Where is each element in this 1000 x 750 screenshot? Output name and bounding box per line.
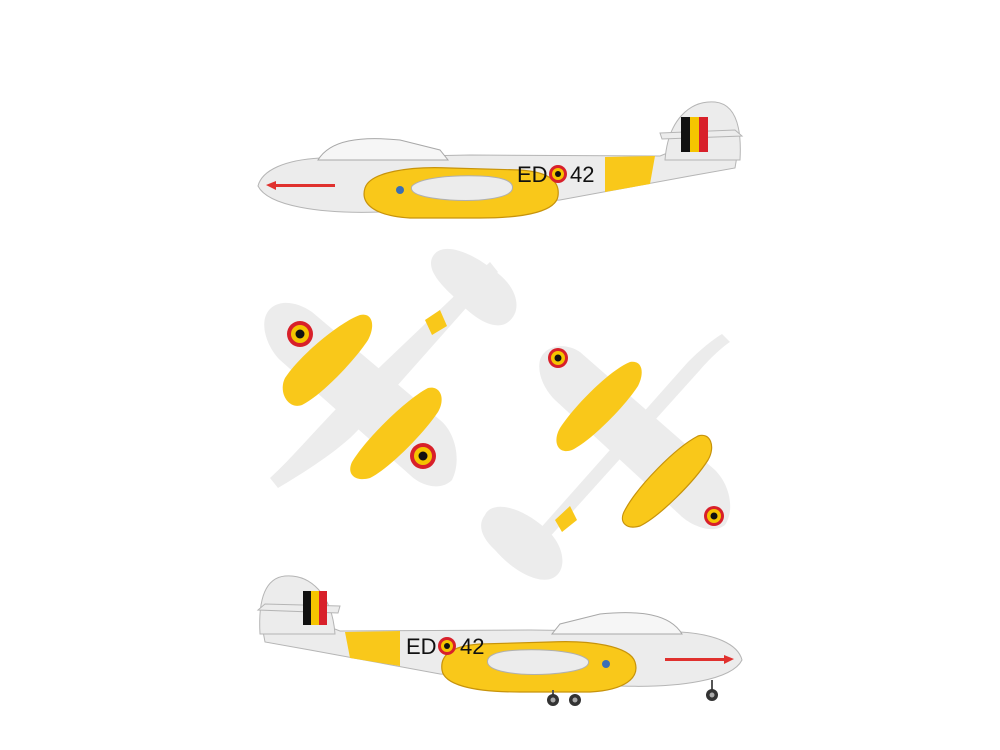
fuselage-roundel: [549, 165, 567, 183]
top-roundel-lower: [410, 443, 436, 469]
top-roundel-upper: [287, 321, 313, 347]
fin-flash-black: [303, 591, 311, 625]
top-nacelle-upper: [282, 314, 373, 406]
under-tailplane: [481, 506, 563, 580]
nose-arrow: [266, 181, 335, 190]
code-letters: ED: [406, 634, 437, 659]
unit-badge: [396, 186, 404, 194]
left-side-profile: ED 42: [257, 101, 744, 219]
canopy: [317, 138, 450, 161]
unit-badge: [602, 660, 610, 668]
right-side-profile: ED 42: [256, 575, 743, 706]
fuselage-yellow-band: [605, 156, 655, 192]
nose-landing-gear: [706, 680, 718, 701]
main-landing-gear: [547, 690, 581, 706]
fin-flash-black: [681, 117, 690, 152]
code-letters: ED: [517, 162, 548, 187]
nacelle-inner: [410, 175, 514, 201]
fin-flash-red: [699, 117, 708, 152]
fuselage-roundel: [438, 637, 456, 655]
fuselage-yellow-band: [345, 631, 400, 666]
code-number: 42: [570, 162, 594, 187]
under-nacelle-upper: [556, 361, 642, 452]
top-nacelle-lower: [350, 387, 442, 480]
top-fuselage-band: [425, 310, 447, 335]
underside-plan-view: [481, 334, 731, 580]
under-roundel-lower: [704, 506, 724, 526]
fin-flash-yellow: [690, 117, 699, 152]
fin-flash-yellow: [311, 591, 319, 625]
code-number: 42: [460, 634, 484, 659]
top-plan-view: [264, 248, 517, 488]
under-fuselage-band: [555, 506, 577, 532]
nacelle-inner: [486, 649, 590, 675]
nose-arrow: [665, 655, 734, 664]
under-roundel-upper: [548, 348, 568, 368]
under-nacelle-lower: [621, 434, 713, 528]
fin-flash-red: [319, 591, 327, 625]
canopy: [550, 612, 683, 635]
